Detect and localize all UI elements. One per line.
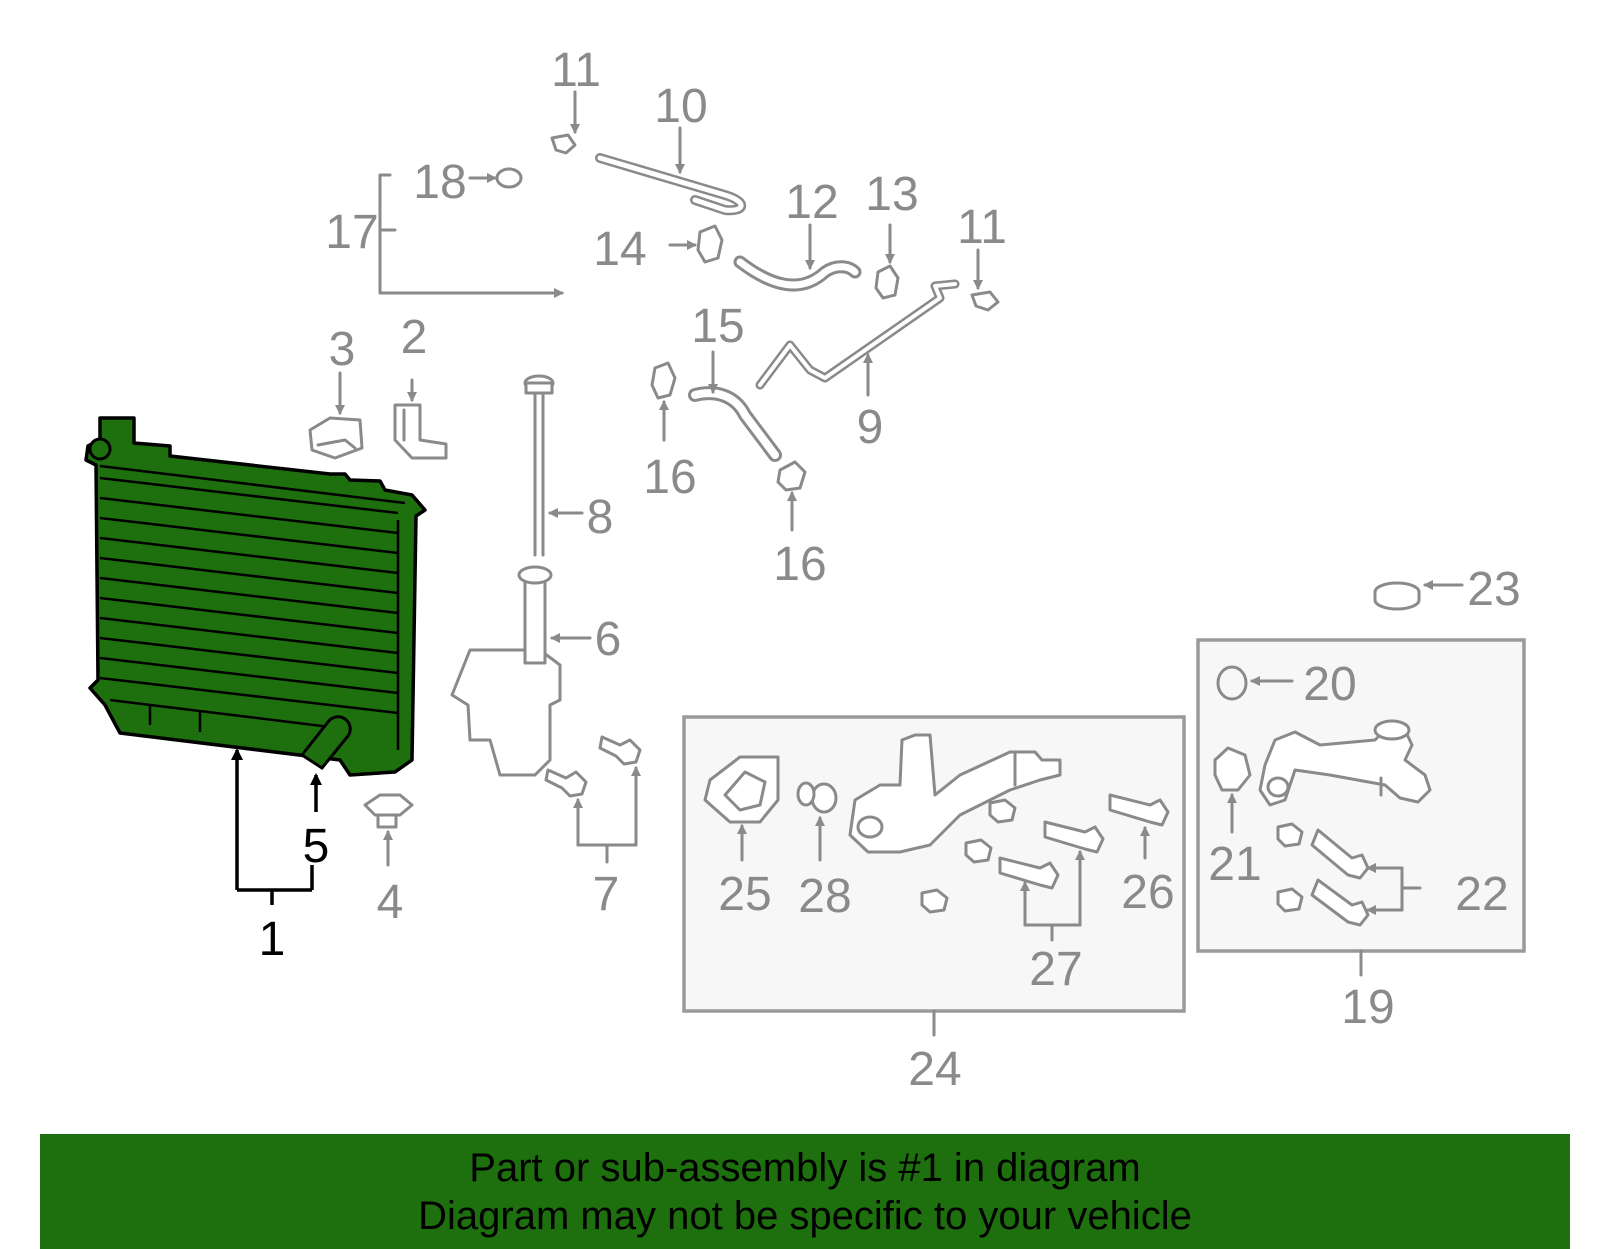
label-part-19[interactable]: 19 [1341,981,1394,1034]
part-labels: 1 2 3 4 5 6 7 8 9 10 11 11 12 13 14 15 1… [259,44,1521,1096]
gasket-part-25[interactable] [703,755,780,862]
oring-part-20[interactable] [1216,665,1294,701]
label-part-11a[interactable]: 11 [551,44,601,97]
banner-line-1: Part or sub-assembly is #1 in diagram [469,1146,1141,1190]
label-part-13[interactable]: 13 [865,168,918,221]
label-part-20[interactable]: 20 [1303,658,1356,711]
label-part-2[interactable]: 2 [401,311,428,364]
bolts-part-7[interactable] [544,735,642,864]
label-part-12[interactable]: 12 [785,176,838,229]
pipe-part-9[interactable] [755,279,960,397]
bolts-part-22[interactable] [1310,828,1422,927]
label-part-26[interactable]: 26 [1121,866,1174,919]
hose-part-12[interactable] [733,223,862,292]
nuts-box-19[interactable] [1276,822,1304,913]
label-part-7[interactable]: 7 [593,868,620,921]
label-part-8[interactable]: 8 [587,491,614,544]
label-part-22[interactable]: 22 [1455,868,1508,921]
label-part-21[interactable]: 21 [1208,838,1261,891]
cap-part-23[interactable] [1373,580,1464,611]
radiator-assembly[interactable] [84,416,427,777]
label-part-15[interactable]: 15 [691,300,744,353]
label-part-17[interactable]: 17 [325,206,378,259]
label-part-16b[interactable]: 16 [773,538,826,591]
water-outlet-kit-box [1196,638,1526,977]
clamp-part-13[interactable] [874,223,900,300]
label-part-25[interactable]: 25 [718,868,771,921]
mount-part-3[interactable] [308,371,364,460]
info-banner: Part or sub-assembly is #1 in diagram Di… [40,1134,1570,1249]
hose-part-15[interactable] [688,350,782,462]
label-part-1[interactable]: 1 [259,913,286,966]
label-part-27[interactable]: 27 [1029,943,1082,996]
label-part-10[interactable]: 10 [654,80,707,133]
insulator-part-4[interactable] [363,793,414,867]
clamp-part-16b[interactable] [776,460,807,532]
banner-line-2: Diagram may not be specific to your vehi… [418,1194,1192,1238]
hose-part-10[interactable] [595,126,747,216]
label-part-18[interactable]: 18 [413,156,466,209]
reservoir-part-6[interactable] [450,565,592,777]
dipstick-part-8[interactable] [523,374,584,557]
bracket-part-2[interactable] [393,378,448,460]
clamp-part-11a[interactable] [550,90,580,155]
nuts-box-24[interactable] [920,798,1017,914]
label-part-5[interactable]: 5 [303,820,330,873]
label-part-6[interactable]: 6 [595,613,622,666]
label-part-14[interactable]: 14 [593,223,646,276]
housing-part-24[interactable] [848,733,1062,854]
hose-part-17[interactable] [378,167,643,366]
clamp-part-11b[interactable] [970,248,1000,312]
label-part-3[interactable]: 3 [329,323,356,376]
label-part-4[interactable]: 4 [377,876,404,929]
gasket-part-21[interactable] [1213,746,1252,834]
outlet-part-19[interactable] [1258,719,1432,807]
thermostat-part-28[interactable] [796,781,838,862]
clamp-part-14[interactable] [668,224,724,264]
label-part-23[interactable]: 23 [1467,563,1520,616]
callout-1 [231,748,314,905]
label-part-11b[interactable]: 11 [957,201,1007,254]
label-part-16a[interactable]: 16 [643,451,696,504]
bolts-part-27[interactable] [998,820,1105,942]
label-part-9[interactable]: 9 [857,401,884,454]
label-part-28[interactable]: 28 [798,870,851,923]
clamp-part-16a[interactable] [650,361,677,442]
bolt-part-26[interactable] [1108,793,1170,860]
label-part-24[interactable]: 24 [908,1043,961,1096]
